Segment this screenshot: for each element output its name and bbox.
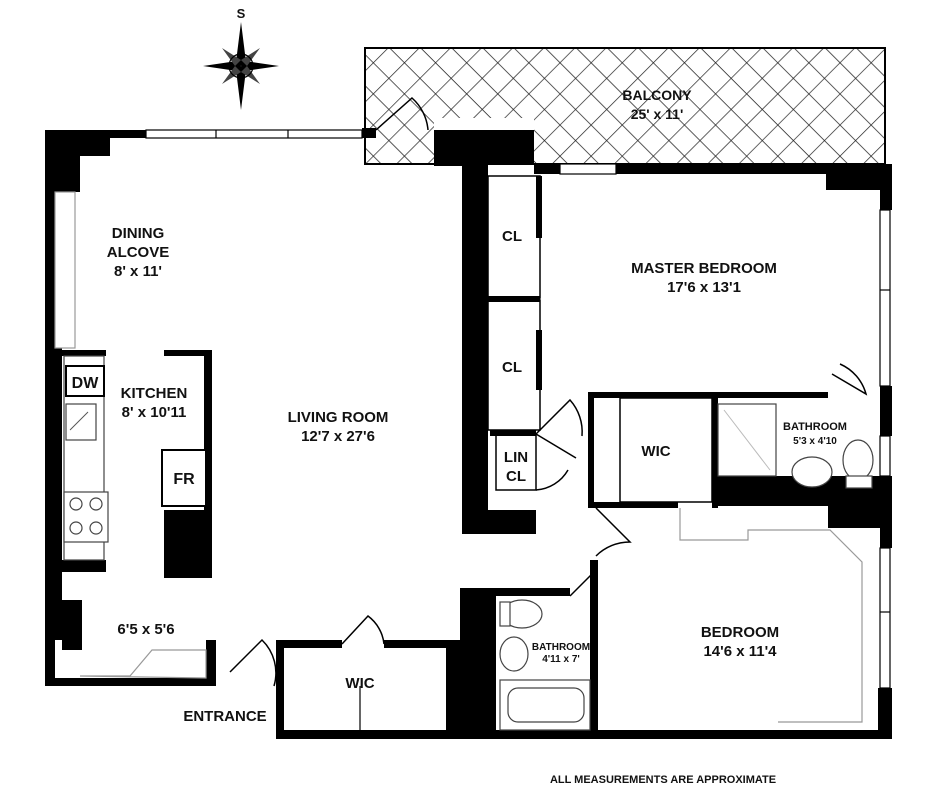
hall-bath-dims: 4'11 x 7' (542, 654, 580, 665)
dishwasher-label: DW (72, 375, 100, 392)
compass-rose-icon (203, 22, 279, 110)
linen-closet-line2: CL (506, 468, 526, 485)
kitchen-dims: 8' x 10'11 (122, 404, 187, 421)
dining-dims: 8' x 11' (114, 263, 162, 280)
master-bath-fixtures (717, 403, 874, 489)
hall-bath-fixtures (499, 599, 591, 731)
bedroom-name: BEDROOM (701, 624, 779, 641)
closet-2-label: CL (502, 359, 522, 376)
master-wic-label: WIC (641, 443, 670, 460)
footer-note: ALL MEASUREMENTS ARE APPROXIMATE (550, 774, 776, 786)
compass-north-label: S (237, 6, 246, 21)
closet-1-label: CL (502, 228, 522, 245)
balcony-dims: 25' x 11' (631, 106, 684, 122)
living-room-name: LIVING ROOM (288, 409, 389, 426)
dining-name-line2: ALCOVE (107, 244, 170, 261)
kitchen-name: KITCHEN (121, 385, 188, 402)
linen-closet-line1: LIN (504, 449, 528, 466)
dining-name-line1: DINING (112, 225, 165, 242)
master-bedroom-dims: 17'6 x 13'1 (667, 279, 741, 296)
foyer-dims: 6'5 x 5'6 (117, 621, 174, 638)
master-bath-dims: 5'3 x 4'10 (793, 436, 837, 447)
balcony-name: BALCONY (622, 87, 692, 103)
kitchen-fixtures (63, 355, 207, 561)
fridge-label: FR (173, 471, 195, 488)
hall-bath-name: BATHROOM (532, 642, 590, 653)
door-swings (229, 96, 868, 732)
living-room-dims: 12'7 x 27'6 (301, 428, 375, 445)
interior-walls (62, 175, 880, 738)
entry-wic-label: WIC (345, 675, 374, 692)
master-bath-name: BATHROOM (783, 421, 847, 433)
bedroom-dims: 14'6 x 11'4 (703, 643, 777, 660)
entrance-label: ENTRANCE (183, 708, 266, 725)
master-bedroom-name: MASTER BEDROOM (631, 260, 777, 277)
